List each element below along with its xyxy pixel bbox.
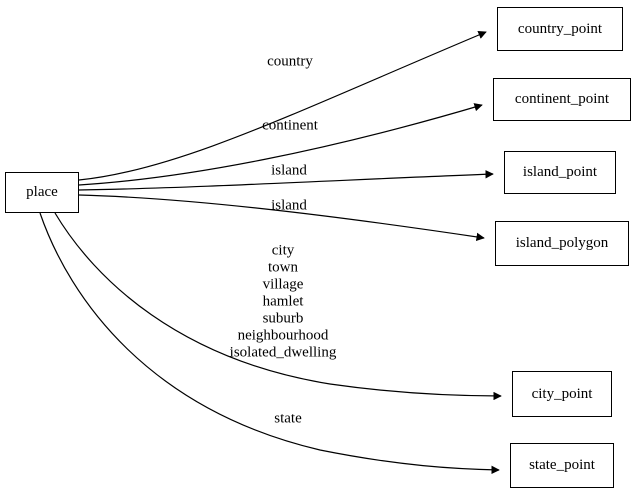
node-label: island_point (522, 164, 598, 180)
node-island_polygon[interactable]: island_polygon (495, 221, 629, 266)
node-label: city_point (531, 385, 593, 402)
node-label: place (26, 184, 58, 200)
edge-label-place-island_polygon: island (271, 197, 307, 214)
edge-place-state_point (39, 212, 500, 475)
node-island_point[interactable]: island_point (504, 151, 616, 194)
edge-label-place-city_point: city town village hamlet suburb neighbou… (229, 242, 337, 361)
node-label: state_point (529, 457, 595, 473)
node-country_point[interactable]: country_point (497, 7, 623, 51)
node-label: island_polygon (515, 235, 609, 251)
node-city_point[interactable]: city_point (512, 371, 612, 417)
edge-label-place-state_point: state (274, 410, 302, 427)
edge-label-place-continent_point: continent (262, 117, 318, 134)
edge-place-island_polygon (78, 194, 485, 242)
edge-place-city_point (54, 212, 502, 401)
edge-label-place-country_point: country (267, 53, 313, 70)
node-place[interactable]: place (5, 172, 79, 213)
node-label: country_point (517, 20, 603, 37)
edge-place-country_point (78, 31, 487, 181)
node-state_point[interactable]: state_point (510, 443, 614, 488)
node-label: continent_point (514, 91, 610, 107)
edge-place-continent_point (78, 103, 483, 186)
edge-place-island_point (78, 170, 494, 191)
edge-label-place-island_point: island (271, 162, 307, 179)
node-continent_point[interactable]: continent_point (493, 78, 631, 121)
edge-paths (39, 31, 502, 475)
